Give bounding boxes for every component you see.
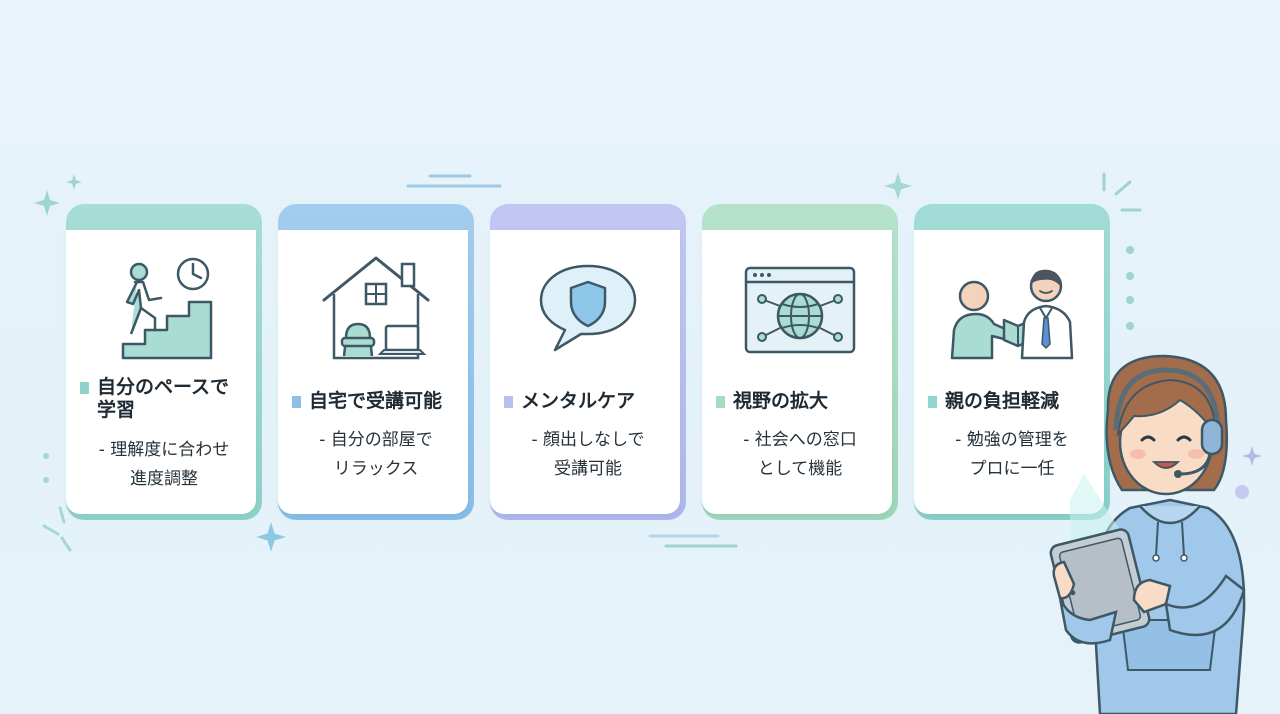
bullet-square [716,396,725,408]
decorative-lines-bottom [648,534,738,548]
card-title: 親の負担軽減 [945,390,1060,412]
sparkle-icon-right [1242,446,1262,466]
benefit-card-mental-care: メンタルケア - 顔出しなしで 受講可能 [490,204,686,520]
benefit-card-home: 自宅で受講可能 - 自分の部屋で リラックス [278,204,474,520]
sparkle-icon-left-large [34,190,60,216]
bullet-square [928,396,937,408]
card-description: - 自分の部屋で リラックス [319,430,433,479]
bullet-square [80,382,89,394]
card-title-row: メンタルケア [504,390,676,413]
card-description: - 社会への窓口 として機能 [743,430,857,479]
handover-icon [914,244,1110,364]
card-description: - 理解度に合わせ 進度調整 [98,440,230,489]
card-title: 自宅で受講可能 [309,390,443,412]
bullet-square [292,396,301,408]
card-title-row: 視野の拡大 [716,390,888,413]
benefit-card-broader-view: 視野の拡大 - 社会への窓口 として機能 [702,204,898,520]
card-description: - 勉強の管理を プロに一任 [955,430,1069,479]
benefit-card-own-pace: 自分のペースで 学習 - 理解度に合わせ 進度調整 [66,204,262,520]
card-description: - 顔出しなしで 受講可能 [531,430,645,479]
sparkle-icon-top-right [884,172,912,200]
globe-browser-icon [702,244,898,364]
sparkle-icon-bottom-left [256,522,286,552]
bullet-square [504,396,513,408]
card-title: 視野の拡大 [733,390,829,412]
card-title-row: 自分のペースで 学習 [80,376,252,422]
benefit-card-parent-relief: 親の負担軽減 - 勉強の管理を プロに一任 [914,204,1110,520]
card-title-row: 自宅で受講可能 [292,390,464,413]
card-title: メンタルケア [521,390,636,412]
decorative-dots-right [1102,172,1142,330]
student-headset-tablet-illustration [1049,354,1246,714]
stairs-clock-icon [66,244,262,364]
decorative-dots-left [42,453,72,552]
house-icon [278,244,474,364]
decorative-lines-top [406,174,502,188]
shield-bubble-icon [490,244,686,364]
sparkle-icon-left-small [66,174,82,190]
card-title-row: 親の負担軽減 [928,390,1100,413]
card-title: 自分のペースで 学習 [97,376,230,421]
decorative-circle-right [1235,485,1249,499]
